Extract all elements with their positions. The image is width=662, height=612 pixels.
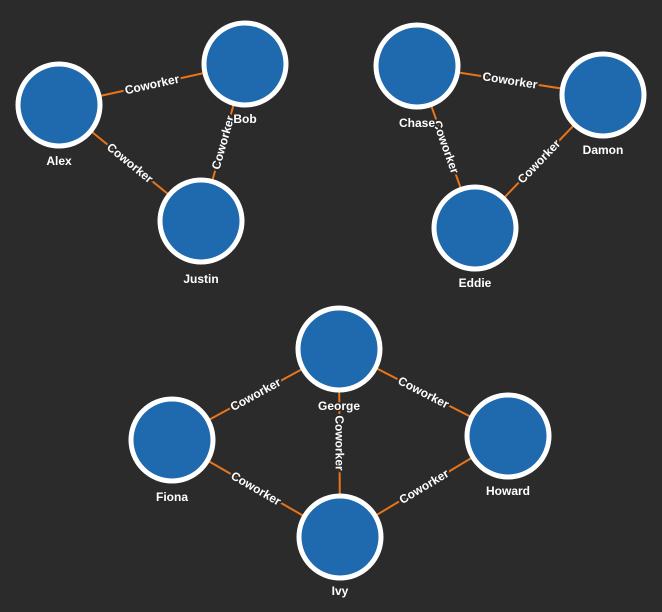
edge-label: Coworker	[228, 375, 284, 414]
node-george[interactable]: George	[295, 305, 383, 415]
node-label: Bob	[233, 112, 256, 126]
node-circle[interactable]	[201, 20, 289, 108]
node-circle[interactable]	[296, 493, 384, 581]
node-circle[interactable]	[15, 61, 103, 149]
node-label: Ivy	[332, 584, 349, 598]
node-bob[interactable]: Bob	[201, 20, 289, 128]
node-eddie[interactable]: Eddie	[431, 184, 519, 292]
node-ivy[interactable]: Ivy	[296, 493, 384, 600]
node-circle[interactable]	[157, 177, 245, 265]
edge-label: Coworker	[397, 466, 452, 507]
edge-label: Coworker	[123, 72, 180, 98]
node-circle[interactable]	[295, 305, 383, 393]
node-circle[interactable]	[431, 184, 519, 272]
node-circle[interactable]	[128, 396, 216, 484]
edge-label: Coworker	[229, 469, 284, 509]
node-label: Howard	[486, 484, 530, 498]
node-chase[interactable]: Chase	[373, 22, 461, 132]
node-fiona[interactable]: Fiona	[128, 396, 216, 506]
node-label: Justin	[183, 272, 218, 286]
node-label: Fiona	[156, 490, 188, 504]
node-label: George	[318, 399, 360, 413]
node-damon[interactable]: Damon	[559, 51, 647, 159]
node-label: Alex	[46, 154, 72, 168]
edge-label: Coworker	[396, 374, 452, 412]
node-circle[interactable]	[559, 51, 647, 139]
edge-label: Coworker	[104, 140, 156, 186]
node-circle[interactable]	[464, 392, 552, 480]
node-label: Damon	[583, 143, 624, 157]
node-label: Eddie	[459, 276, 492, 290]
edge-label: Coworker	[482, 69, 539, 91]
node-alex[interactable]: Alex	[15, 61, 103, 170]
node-justin[interactable]: Justin	[157, 177, 245, 288]
node-label: Chase	[399, 116, 435, 130]
node-circle[interactable]	[373, 22, 461, 110]
node-howard[interactable]: Howard	[464, 392, 552, 500]
edge-label: Coworker	[332, 415, 346, 471]
edge-label: Coworker	[515, 136, 564, 186]
